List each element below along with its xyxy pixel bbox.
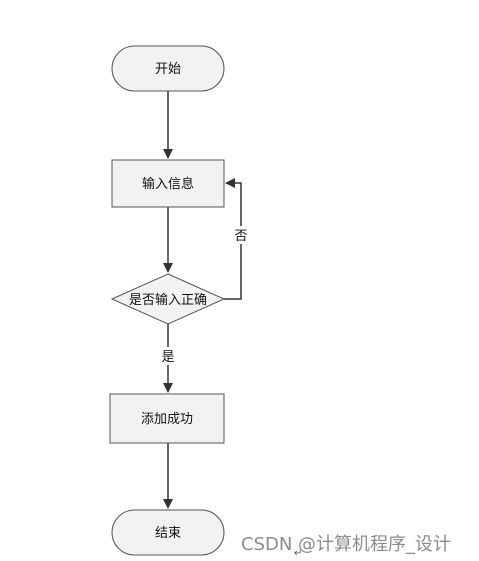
watermark-text: CSDN @计算机程序_设计 — [241, 534, 452, 555]
decision-label: 是否输入正确 — [129, 292, 207, 308]
end-label: 结束 — [155, 526, 181, 541]
edge-yes-label-bg — [159, 347, 177, 365]
success-label: 添加成功 — [141, 412, 193, 427]
start-label: 开始 — [155, 62, 181, 77]
input-process — [111, 159, 225, 208]
return-mark-glyph: ↵ — [294, 548, 303, 559]
end-terminal — [111, 509, 225, 556]
edge-yes-label: 是 — [161, 350, 174, 365]
edge-no-label: 否 — [234, 229, 247, 244]
input-label: 输入信息 — [142, 176, 194, 192]
edge-no-label-bg — [232, 226, 250, 244]
success-process — [109, 393, 225, 444]
